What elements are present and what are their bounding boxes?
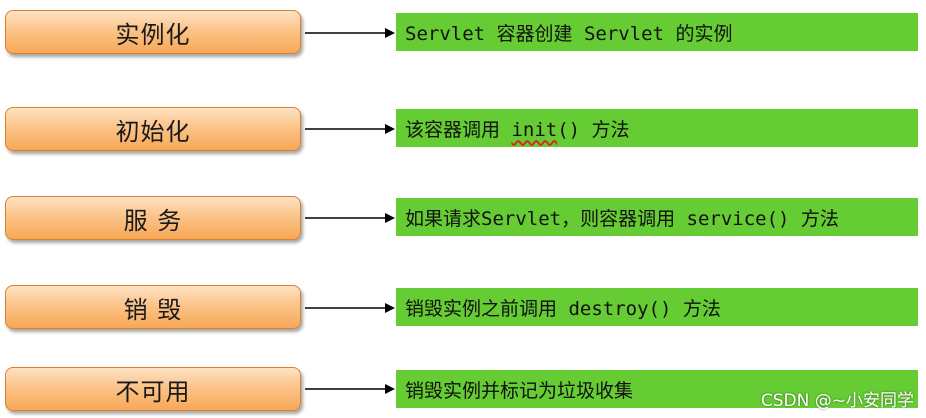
watermark: CSDN @~小安同学 — [760, 391, 914, 411]
description-initialize: 该容器调用 init() 方法 — [396, 109, 918, 147]
description-text: 如果请求Servlet，则容器调用 service() 方法 — [405, 207, 839, 230]
arrow-connector — [305, 383, 395, 395]
description-instantiate: Servlet 容器创建 Servlet 的实例 — [396, 13, 918, 51]
spellcheck-flagged-word: init — [511, 118, 558, 141]
description-destroy: 销毁实例之前调用 destroy() 方法 — [396, 288, 918, 326]
arrow-connector — [305, 123, 395, 135]
arrow-connector — [305, 302, 395, 314]
stage-label: 不可用 — [115, 377, 191, 406]
description-text: 销毁实例之前调用 destroy() 方法 — [405, 297, 721, 320]
stage-label: 销 毁 — [123, 295, 183, 324]
description-text: Servlet 容器创建 Servlet 的实例 — [405, 22, 733, 45]
stage-label: 初始化 — [115, 117, 191, 146]
arrow-connector — [305, 27, 395, 39]
stage-unavailable: 不可用 — [5, 367, 301, 411]
description-service: 如果请求Servlet，则容器调用 service() 方法 — [396, 198, 918, 236]
stage-initialize: 初始化 — [5, 107, 301, 151]
description-text: 销毁实例并标记为垃圾收集 — [405, 379, 634, 402]
description-text: 该容器调用 init() 方法 — [405, 118, 630, 141]
arrow-connector — [305, 212, 395, 224]
description-unavailable: 销毁实例并标记为垃圾收集 — [396, 370, 918, 408]
stage-service: 服 务 — [5, 196, 301, 240]
stage-destroy: 销 毁 — [5, 285, 301, 329]
stage-label: 实例化 — [115, 20, 191, 49]
stage-label: 服 务 — [123, 206, 183, 235]
stage-instantiate: 实例化 — [5, 10, 301, 54]
